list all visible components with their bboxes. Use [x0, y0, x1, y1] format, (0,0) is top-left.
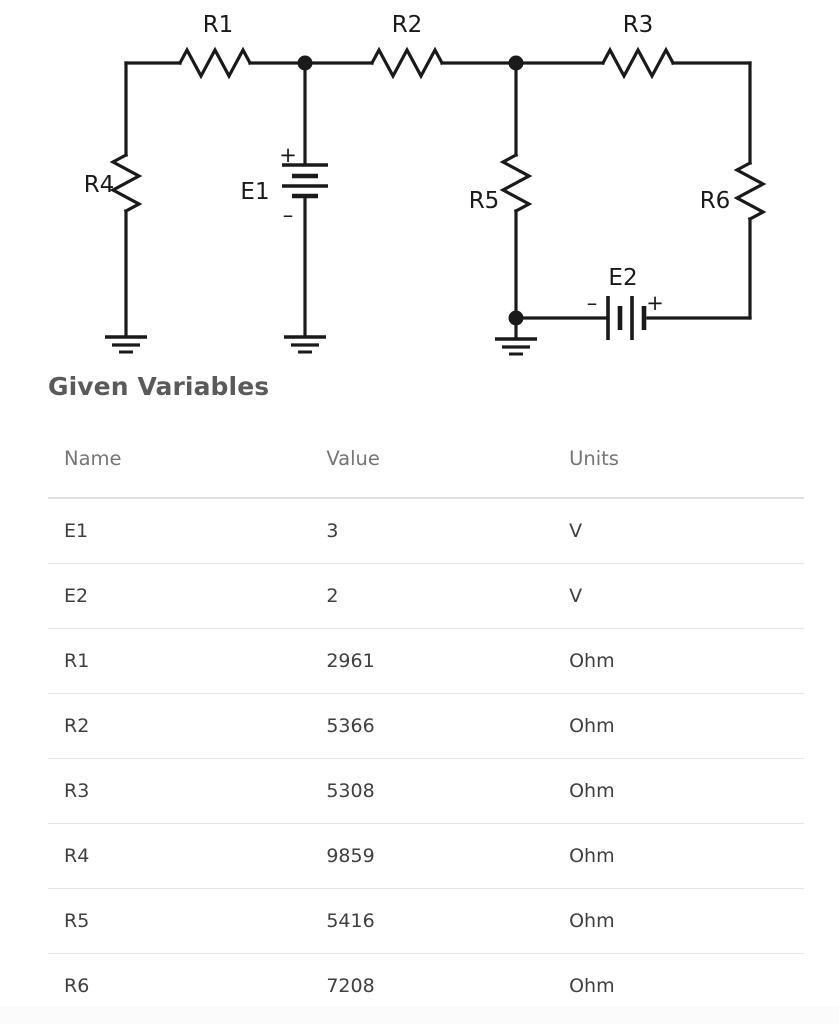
- label-r1: R1: [203, 12, 234, 38]
- cell-name: E1: [48, 498, 327, 564]
- cell-units: Ohm: [569, 693, 804, 759]
- table-body: E1 3 V E2 2 V R1 2961 Ohm R2 5366 Ohm R3: [48, 498, 804, 1019]
- polarity-plus-e2: +: [646, 291, 664, 315]
- cell-name: E2: [48, 563, 327, 629]
- column-header-name: Name: [48, 447, 327, 499]
- label-e2: E2: [608, 265, 637, 291]
- battery-e1-symbol: [282, 163, 328, 199]
- resistor-r6-symbol: [733, 160, 767, 222]
- cell-value: 5308: [326, 758, 570, 824]
- label-r2: R2: [392, 12, 423, 38]
- table-row: R4 9859 Ohm: [48, 823, 804, 889]
- label-r4: R4: [84, 172, 115, 198]
- cell-name: R2: [48, 693, 327, 759]
- label-e1: E1: [240, 179, 269, 205]
- cell-value: 9859: [326, 823, 570, 889]
- table-header-row: Name Value Units: [48, 447, 804, 499]
- given-variables-table: Name Value Units E1 3 V E2 2 V R1 2961 O…: [48, 447, 804, 1019]
- table-header: Name Value Units: [48, 447, 804, 499]
- cell-units: Ohm: [569, 888, 804, 954]
- resistor-r3-symbol: [600, 46, 676, 80]
- polarity-plus-e1: +: [279, 143, 297, 167]
- label-r6: R6: [700, 188, 731, 214]
- cell-name: R1: [48, 628, 327, 694]
- ground-symbol-e1: [284, 335, 326, 354]
- table-row: R2 5366 Ohm: [48, 693, 804, 759]
- column-header-value: Value: [326, 447, 570, 499]
- label-r5: R5: [469, 188, 500, 214]
- cell-value: 5366: [326, 693, 570, 759]
- polarity-minus-e1: –: [283, 203, 294, 227]
- resistor-r5-symbol: [499, 152, 533, 214]
- resistor-r2-symbol: [369, 46, 445, 80]
- cell-units: Ohm: [569, 628, 804, 694]
- polarity-minus-e2: –: [587, 291, 598, 315]
- table-row: R5 5416 Ohm: [48, 888, 804, 954]
- ground-symbol-node3: [495, 337, 537, 356]
- ground-symbol-r4: [105, 335, 147, 354]
- circuit-diagram: R1 R2 R3 R4 R5 R6 E1 E2 + – – +: [0, 0, 839, 365]
- junction-dot-node3: [508, 310, 524, 326]
- circuit-schematic-svg: R1 R2 R3 R4 R5 R6 E1 E2 + – – +: [84, 12, 767, 356]
- cell-value: 5416: [326, 888, 570, 954]
- table-row: E2 2 V: [48, 563, 804, 629]
- resistor-r4-symbol: [109, 152, 143, 214]
- table-row: R3 5308 Ohm: [48, 758, 804, 824]
- junction-dot-node2: [508, 55, 524, 71]
- cell-name: R5: [48, 888, 327, 954]
- cell-units: V: [569, 498, 804, 564]
- column-header-units: Units: [569, 447, 804, 499]
- junction-dot-node1: [297, 55, 313, 71]
- label-r3: R3: [623, 12, 654, 38]
- table-row: R1 2961 Ohm: [48, 628, 804, 694]
- cell-units: Ohm: [569, 823, 804, 889]
- table-row: E1 3 V: [48, 498, 804, 564]
- cell-value: 2961: [326, 628, 570, 694]
- cell-name: R3: [48, 758, 327, 824]
- page-bottom-strip: [0, 1006, 839, 1024]
- cell-units: V: [569, 563, 804, 629]
- cell-value: 2: [326, 563, 570, 629]
- cell-name: R4: [48, 823, 327, 889]
- battery-e2-symbol: [606, 296, 647, 340]
- resistor-r1-symbol: [177, 46, 253, 80]
- cell-value: 3: [326, 498, 570, 564]
- page-title: Given Variables: [48, 372, 270, 401]
- cell-units: Ohm: [569, 758, 804, 824]
